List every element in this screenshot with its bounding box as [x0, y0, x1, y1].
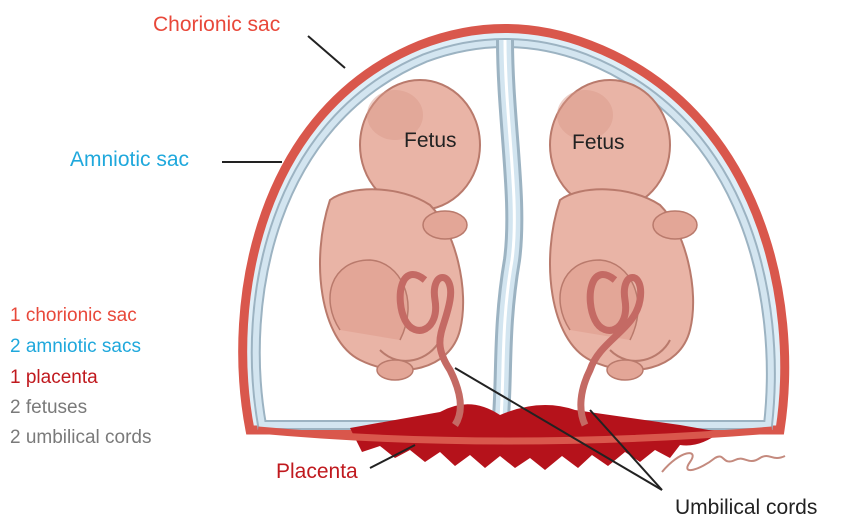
- legend-item-placenta: 1 placenta: [10, 368, 98, 387]
- leader-chorionic: [308, 36, 345, 68]
- legend-item-fetuses: 2 fetuses: [10, 398, 87, 417]
- artist-signature: [662, 453, 785, 472]
- label-umbilical-cords: Umbilical cords: [675, 497, 817, 518]
- legend-item-amniotic: 2 amniotic sacs: [10, 337, 141, 356]
- label-fetus-right: Fetus: [572, 132, 625, 153]
- label-fetus-left: Fetus: [404, 130, 457, 151]
- label-placenta: Placenta: [276, 461, 358, 482]
- legend-item-cords: 2 umbilical cords: [10, 428, 152, 447]
- legend-item-chorionic: 1 chorionic sac: [10, 306, 137, 325]
- label-amniotic-sac: Amniotic sac: [70, 149, 189, 170]
- label-chorionic-sac: Chorionic sac: [153, 14, 280, 35]
